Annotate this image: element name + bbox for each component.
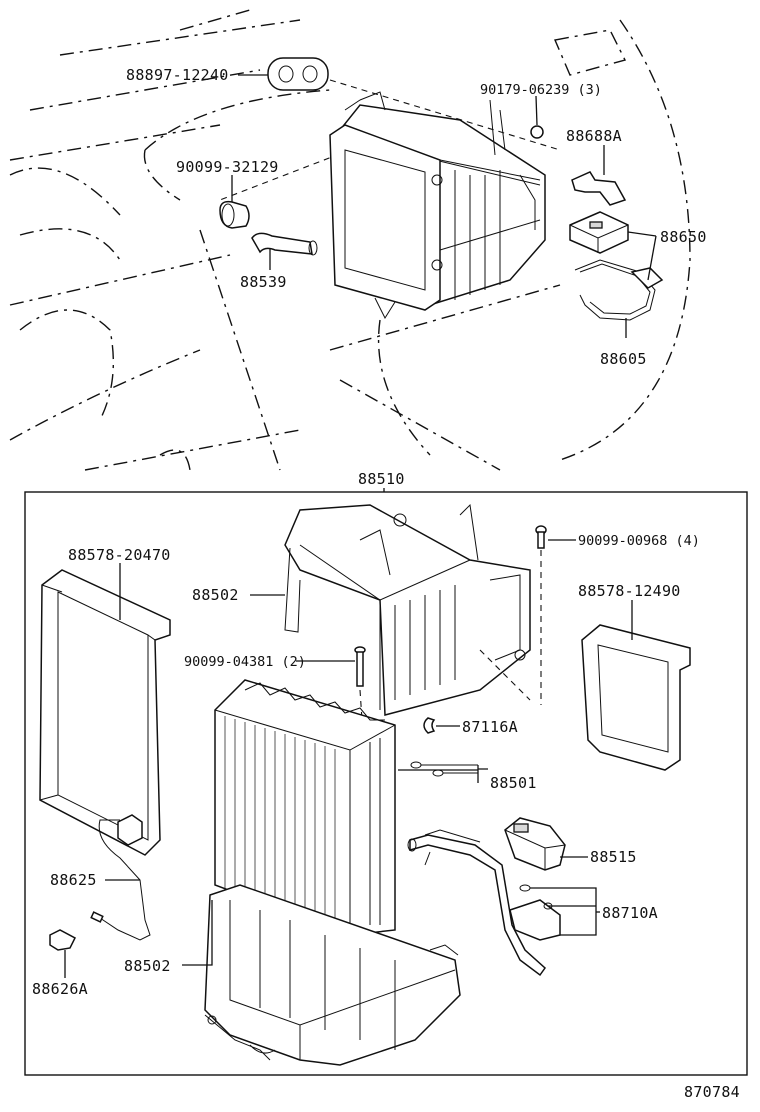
- seal-88578-12490[interactable]: [581, 624, 691, 771]
- label-88578-20470: 88578-20470: [68, 546, 171, 564]
- label-90179-06239: 90179-06239 (3): [480, 82, 602, 98]
- grommet-88897[interactable]: [267, 57, 329, 91]
- lower-leader-lines: [64, 539, 633, 978]
- vehicle-body-outline: [9, 9, 691, 471]
- label-88515: 88515: [590, 848, 637, 866]
- label-88502-upper: 88502: [192, 586, 239, 604]
- drain-hose-88539[interactable]: [251, 232, 318, 256]
- lower-case-88502[interactable]: [204, 884, 461, 1066]
- label-88605: 88605: [600, 350, 647, 368]
- label-88897-12240: 88897-12240: [126, 66, 229, 84]
- assembly-box: [24, 491, 748, 1076]
- label-88510: 88510: [358, 470, 405, 488]
- clip-87116A[interactable]: [423, 717, 436, 734]
- expansion-valve-88515[interactable]: [504, 817, 566, 871]
- wire-harness-88605[interactable]: [574, 259, 664, 321]
- label-88539: 88539: [240, 273, 287, 291]
- label-88626A: 88626A: [32, 980, 88, 998]
- label-88688A: 88688A: [566, 127, 622, 145]
- bracket-88688A[interactable]: [571, 171, 627, 206]
- label-90099-00968: 90099-00968 (4): [578, 533, 700, 549]
- label-87116A: 87116A: [462, 718, 518, 736]
- cap-90099-32129[interactable]: [219, 200, 250, 229]
- label-88710A: 88710A: [602, 904, 658, 922]
- label-88625: 88625: [50, 871, 97, 889]
- label-88501: 88501: [490, 774, 537, 792]
- label-90099-32129: 90099-32129: [176, 158, 279, 176]
- o-rings-88501[interactable]: [410, 761, 478, 777]
- thermistor-88625[interactable]: [90, 814, 151, 941]
- label-88502-lower: 88502: [124, 957, 171, 975]
- assembly-88510-frame: 88510: [24, 470, 748, 1076]
- amplifier-88650[interactable]: [569, 211, 629, 254]
- evaporator-core[interactable]: [214, 679, 396, 936]
- tube-assy-88710A[interactable]: [407, 829, 561, 977]
- evaporator-fins: [224, 716, 336, 927]
- label-88578-12490: 88578-12490: [578, 582, 681, 600]
- clamp-88626A[interactable]: [49, 929, 76, 951]
- cooling-unit-installed[interactable]: [329, 91, 546, 320]
- label-90099-04381: 90099-04381 (2): [184, 654, 306, 670]
- figure-number: 870784: [684, 1083, 740, 1101]
- clip-90179[interactable]: [530, 125, 544, 139]
- upper-case-88502[interactable]: [284, 503, 531, 716]
- label-88650: 88650: [660, 228, 707, 246]
- upper-leader-lines: [231, 74, 657, 338]
- seal-88578-20470[interactable]: [39, 569, 171, 856]
- screw-90099-00968[interactable]: [535, 525, 547, 705]
